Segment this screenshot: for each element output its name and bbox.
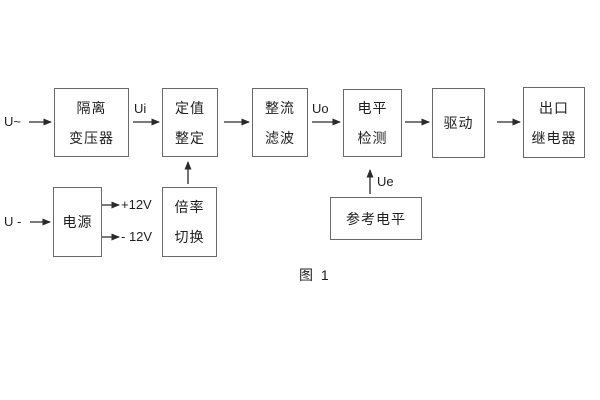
input-label-dc: U - [4, 214, 22, 229]
block-reference-level-label: 参考电平 [346, 210, 406, 227]
input-label-ac: U~ [4, 114, 21, 129]
signal-label-ui: Ui [134, 101, 147, 116]
block-setting-adjustment-label: 定值 整定 [175, 99, 205, 146]
block-reference-level: 参考电平 [330, 197, 422, 240]
block-level-detection: 电平 检测 [343, 89, 402, 157]
signal-label-uo: Uo [312, 101, 329, 116]
block-rectifier-filter: 整流 滤波 [252, 88, 308, 157]
block-level-detection-label: 电平 检测 [357, 100, 388, 146]
block-ratio-switching: 倍率 切换 [162, 187, 217, 257]
block-power-supply: 电源 [53, 187, 102, 257]
signal-label-ue: Ue [377, 174, 394, 189]
block-isolation-transformer: 隔离 变压器 [54, 88, 129, 157]
block-output-relay: 出口 继电器 [523, 87, 585, 158]
block-power-supply-label: 电源 [62, 214, 93, 230]
figure-caption: 图 1 [299, 267, 331, 283]
block-rectifier-filter-label: 整流 滤波 [265, 99, 295, 146]
rail-label-neg12v: - 12V [121, 229, 153, 244]
block-output-relay-label: 出口 继电器 [531, 99, 577, 146]
block-drive: 驱动 [432, 88, 485, 158]
block-ratio-switching-label: 倍率 切换 [174, 199, 205, 245]
block-drive-label: 驱动 [443, 115, 474, 131]
block-setting-adjustment: 定值 整定 [162, 88, 218, 157]
block-isolation-transformer-label: 隔离 变压器 [69, 99, 114, 146]
rail-label-pos12v: +12V [121, 197, 152, 212]
